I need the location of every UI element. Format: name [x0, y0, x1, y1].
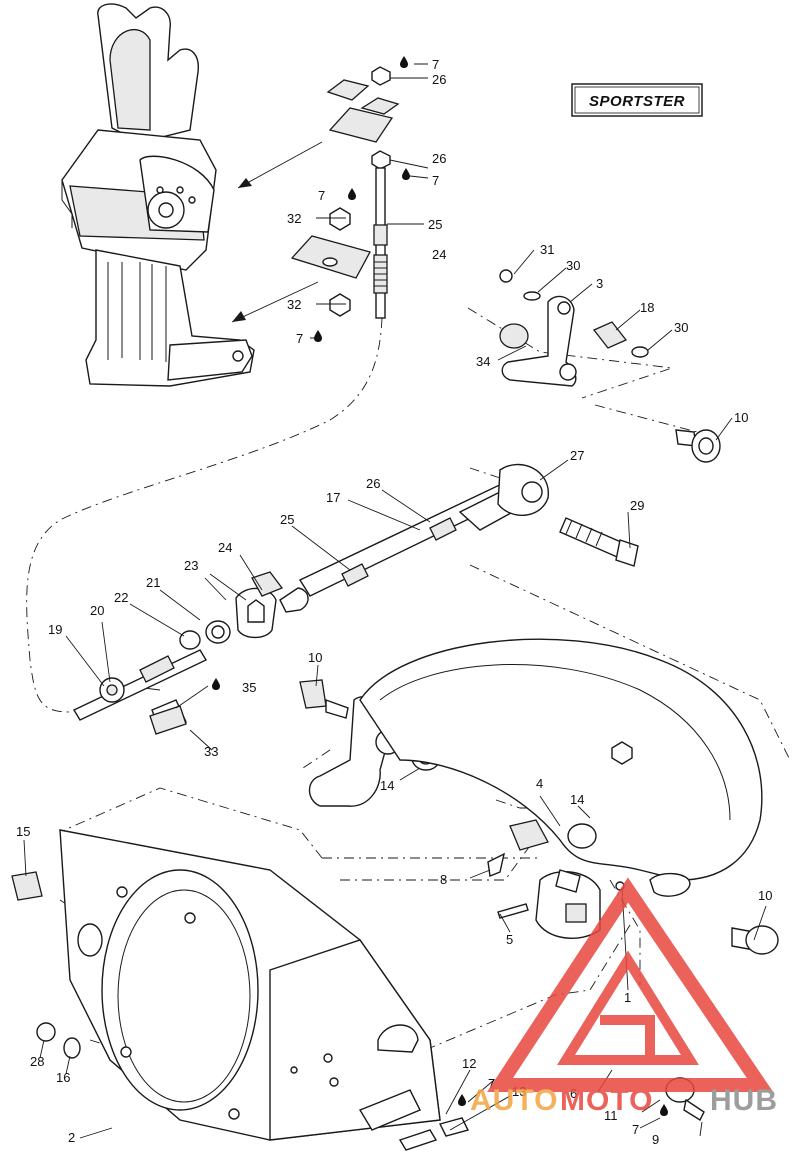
callout-7: 7	[488, 1076, 495, 1091]
callout-12: 12	[462, 1056, 476, 1071]
callout-7: 7	[318, 188, 325, 203]
oil-drop-icon	[400, 56, 408, 68]
callout-4: 4	[536, 776, 543, 791]
callout-1: 1	[624, 990, 631, 1005]
callout-25: 25	[428, 217, 442, 232]
watermark-moto: MOTO	[560, 1084, 653, 1117]
callout-26: 26	[432, 151, 446, 166]
badge-label: SPORTSTER	[589, 93, 685, 110]
callout-25: 25	[280, 512, 294, 527]
callout-24: 24	[218, 540, 232, 555]
oil-drop-icon	[458, 1094, 466, 1106]
callout-30: 30	[674, 320, 688, 335]
callout-14: 14	[570, 792, 584, 807]
bolt-lower	[731, 925, 779, 955]
watermark-hub: HUB	[710, 1084, 778, 1117]
callout-10: 10	[734, 410, 748, 425]
watermark-logo: AUTO MOTO HUB	[470, 877, 778, 1117]
callout-21: 21	[146, 575, 160, 590]
callout-17: 17	[326, 490, 340, 505]
shift-lever	[499, 269, 649, 387]
callout-9: 9	[652, 1132, 659, 1147]
callout-3: 3	[596, 276, 603, 291]
callout-26: 26	[432, 72, 446, 87]
callout-10: 10	[308, 650, 322, 665]
callout-11: 11	[604, 1108, 618, 1123]
callout-32: 32	[287, 297, 301, 312]
hardware	[11, 705, 705, 1151]
callout-7: 7	[432, 173, 439, 188]
callout-7: 7	[432, 57, 439, 72]
callout-15: 15	[16, 824, 30, 839]
watermark-auto: AUTO	[470, 1084, 558, 1117]
callout-34: 34	[476, 354, 490, 369]
callout-10: 10	[758, 888, 772, 903]
callout-22: 22	[114, 590, 128, 605]
callout-33: 33	[204, 744, 218, 759]
oil-drop-icon	[212, 678, 220, 690]
oil-drop-icon	[402, 168, 410, 180]
oil-drop-icon	[314, 330, 322, 342]
callout-7: 7	[296, 331, 303, 346]
main-housing	[59, 829, 441, 1141]
callout-5: 5	[506, 932, 513, 947]
callout-31: 31	[540, 242, 554, 257]
logo-triangle-icon	[487, 877, 774, 1092]
control-box-assembly	[61, 3, 255, 387]
callout-32: 32	[287, 211, 301, 226]
callout-26: 26	[366, 476, 380, 491]
callout-30: 30	[566, 258, 580, 273]
callout-23: 23	[184, 558, 198, 573]
oil-drop-icons	[212, 56, 668, 1116]
oil-drop-icon	[348, 188, 356, 200]
shaft-assembly	[73, 571, 284, 733]
callout-labels: 7 26 26 7 7 32 25 24 32 7 31 30 3 18 30 …	[16, 57, 772, 1147]
callout-18: 18	[640, 300, 654, 315]
oil-drop-icon	[660, 1104, 668, 1116]
callout-6: 6	[570, 1086, 577, 1101]
bolt-upper	[675, 429, 721, 463]
callout-14: 14	[380, 778, 394, 793]
callout-27: 27	[570, 448, 584, 463]
callout-28: 28	[30, 1054, 44, 1069]
mount-bracket	[290, 207, 371, 317]
callout-35: 35	[242, 680, 256, 695]
callout-24: 24	[432, 247, 446, 262]
callout-8: 8	[440, 872, 447, 887]
callout-20: 20	[90, 603, 104, 618]
cable-end-upper	[326, 66, 400, 319]
model-badge: SPORTSTER	[571, 83, 703, 117]
cable-rod-assembly	[279, 463, 639, 613]
callout-19: 19	[48, 622, 62, 637]
callout-16: 16	[56, 1070, 70, 1085]
callout-29: 29	[630, 498, 644, 513]
callout-7: 7	[632, 1122, 639, 1137]
housing-cover	[359, 638, 763, 897]
callout-2: 2	[68, 1130, 75, 1145]
